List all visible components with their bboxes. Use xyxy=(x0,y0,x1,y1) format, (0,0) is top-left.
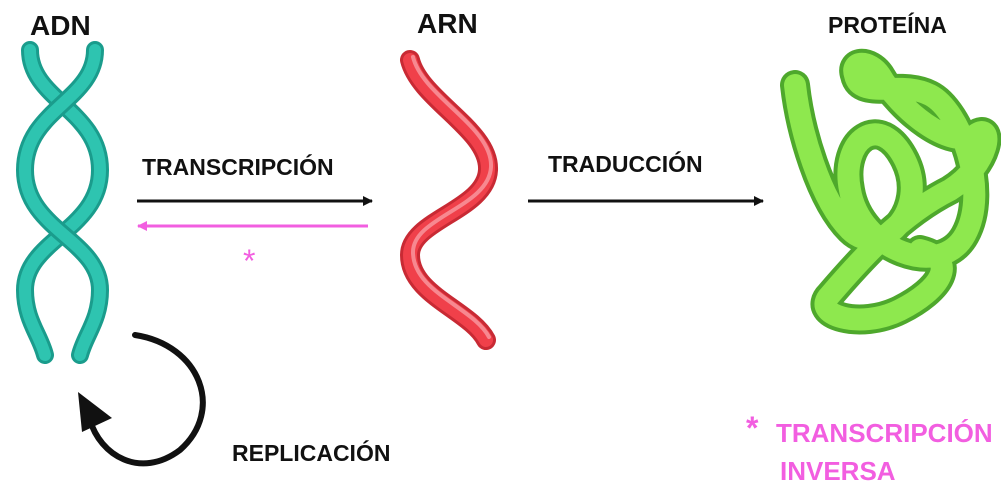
dna-helix-icon xyxy=(15,41,110,364)
legend-asterisk: * xyxy=(746,410,759,446)
dna-label: ADN xyxy=(30,10,91,41)
protein-label: PROTEÍNA xyxy=(828,12,947,38)
reverse-transcription-asterisk: * xyxy=(243,243,256,279)
transcription-label: TRANSCRIPCIÓN xyxy=(142,154,334,180)
rna-strand-icon xyxy=(399,50,498,350)
legend-text-line1: TRANSCRIPCIÓN xyxy=(776,418,993,448)
protein-structure-icon xyxy=(780,48,1001,335)
legend-text-line2: INVERSA xyxy=(780,456,896,486)
translation-label: TRADUCCIÓN xyxy=(548,151,703,177)
replication-cycle-arrow xyxy=(78,332,206,467)
replication-label: REPLICACIÓN xyxy=(232,440,391,466)
rna-label: ARN xyxy=(417,8,478,39)
